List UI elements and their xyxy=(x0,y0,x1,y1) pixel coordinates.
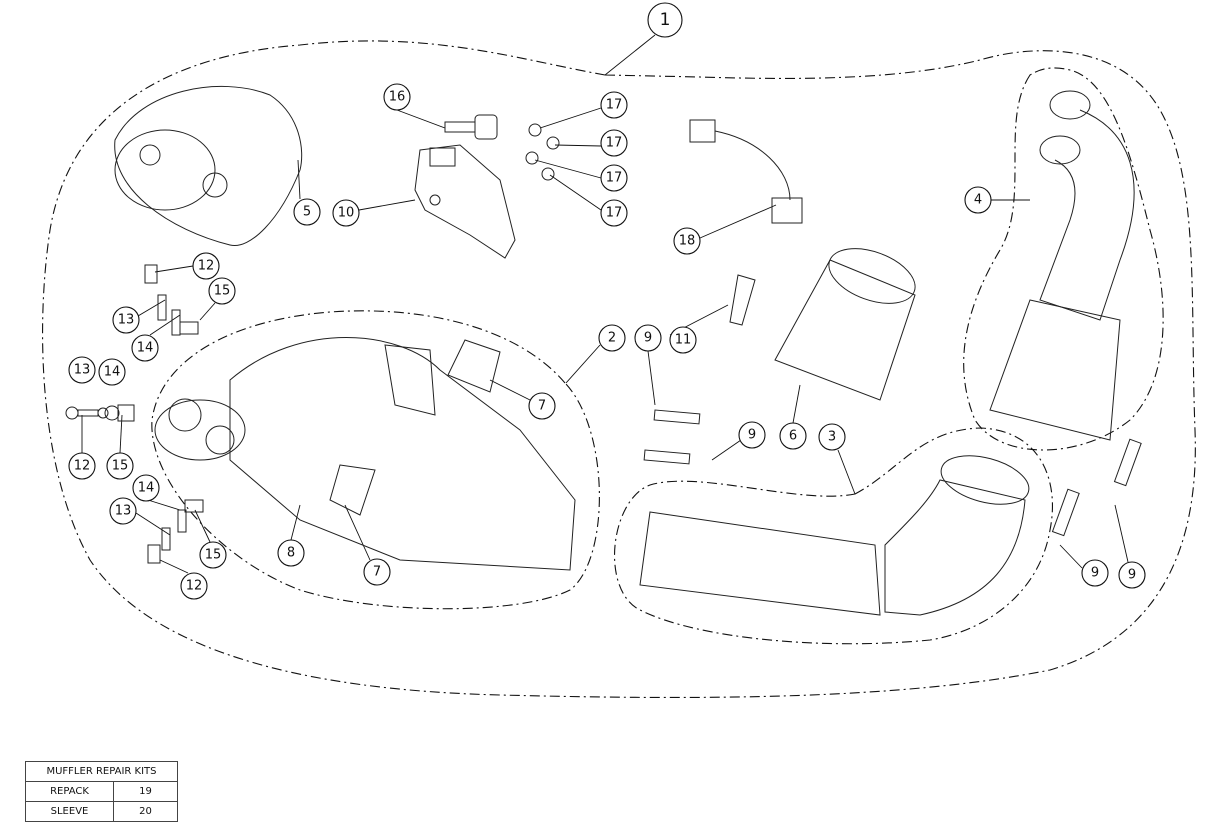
svg-text:10: 10 xyxy=(338,206,355,221)
svg-text:9: 9 xyxy=(1128,568,1136,583)
callout-5: 5 xyxy=(293,198,321,226)
table-title: MUFFLER REPAIR KITS xyxy=(25,761,178,782)
callout-4: 4 xyxy=(964,186,992,214)
muffler-repair-kits-table: MUFFLER REPAIR KITS REPACK 19 SLEEVE 20 xyxy=(25,761,178,822)
muffler-part xyxy=(154,337,576,571)
callout-12: 12 xyxy=(68,452,96,480)
callout-9: 9 xyxy=(1118,561,1146,589)
muffler-boundary-outline xyxy=(151,310,600,610)
svg-text:7: 7 xyxy=(538,399,546,414)
svg-text:16: 16 xyxy=(389,90,406,105)
svg-text:12: 12 xyxy=(74,459,91,474)
kit-name: REPACK xyxy=(25,781,114,802)
table-row: SLEEVE 20 xyxy=(25,801,178,822)
svg-text:4: 4 xyxy=(974,193,982,208)
svg-text:12: 12 xyxy=(186,579,203,594)
svg-text:13: 13 xyxy=(115,504,132,519)
svg-text:12: 12 xyxy=(198,259,215,274)
screws-part xyxy=(525,123,560,181)
svg-text:18: 18 xyxy=(679,234,696,249)
label-plate-part xyxy=(447,339,501,393)
svg-text:11: 11 xyxy=(675,333,692,348)
svg-text:13: 13 xyxy=(74,363,91,378)
end-cap-part xyxy=(114,85,303,247)
callout-17: 17 xyxy=(600,164,628,192)
link-pipe-part xyxy=(639,455,1030,616)
svg-text:1: 1 xyxy=(660,10,671,30)
callout-16: 16 xyxy=(383,83,411,111)
callout-13: 13 xyxy=(109,497,137,525)
sleeve-part xyxy=(774,248,916,401)
leader-lines xyxy=(81,34,1129,574)
callout-9: 9 xyxy=(634,324,662,352)
svg-text:3: 3 xyxy=(828,430,836,445)
callout-18: 18 xyxy=(673,227,701,255)
callout-12: 12 xyxy=(192,252,220,280)
callout-15: 15 xyxy=(208,277,236,305)
kit-number: 19 xyxy=(113,781,178,802)
svg-text:15: 15 xyxy=(205,548,222,563)
svg-text:9: 9 xyxy=(748,428,756,443)
svg-text:9: 9 xyxy=(644,331,652,346)
springs-part xyxy=(643,409,1142,537)
svg-text:17: 17 xyxy=(606,136,623,151)
callout-6: 6 xyxy=(779,422,807,450)
callout-17: 17 xyxy=(600,199,628,227)
callout-17: 17 xyxy=(600,91,628,119)
callout-13: 13 xyxy=(68,356,96,384)
svg-text:15: 15 xyxy=(214,284,231,299)
callout-2: 2 xyxy=(598,324,626,352)
svg-text:7: 7 xyxy=(373,565,381,580)
svg-text:6: 6 xyxy=(789,429,797,444)
callout-11: 11 xyxy=(669,326,697,354)
callout-7: 7 xyxy=(528,392,556,420)
header-pipe-part xyxy=(989,90,1135,441)
svg-text:13: 13 xyxy=(118,313,135,328)
kit-number: 20 xyxy=(113,801,178,822)
callout-9: 9 xyxy=(1081,559,1109,587)
svg-text:8: 8 xyxy=(287,546,295,561)
hardware-part xyxy=(65,264,204,564)
small-bolt-part xyxy=(444,114,498,140)
svg-text:17: 17 xyxy=(606,206,623,221)
table-row: REPACK 19 xyxy=(25,781,178,802)
kit-boundary-outline xyxy=(42,40,1196,699)
svg-text:17: 17 xyxy=(606,98,623,113)
callout-14: 14 xyxy=(132,474,160,502)
svg-text:14: 14 xyxy=(138,481,155,496)
sealant-tube-part xyxy=(729,274,756,326)
callout-10: 10 xyxy=(332,199,360,227)
svg-text:15: 15 xyxy=(112,459,129,474)
callout-13: 13 xyxy=(112,306,140,334)
callout-8: 8 xyxy=(277,539,305,567)
svg-text:5: 5 xyxy=(303,205,311,220)
callout-17: 17 xyxy=(600,129,628,157)
sensor-cable-part xyxy=(689,119,803,224)
callout-12: 12 xyxy=(180,572,208,600)
svg-text:14: 14 xyxy=(137,341,154,356)
bracket-part xyxy=(414,144,516,259)
callout-14: 14 xyxy=(131,334,159,362)
callout-14: 14 xyxy=(98,358,126,386)
callout-9: 9 xyxy=(738,421,766,449)
svg-text:2: 2 xyxy=(608,331,616,346)
svg-text:9: 9 xyxy=(1091,566,1099,581)
header-boundary-outline xyxy=(963,67,1164,451)
callout-7: 7 xyxy=(363,558,391,586)
svg-text:14: 14 xyxy=(104,365,121,380)
callout-15: 15 xyxy=(199,541,227,569)
callout-3: 3 xyxy=(818,423,846,451)
callout-15: 15 xyxy=(106,452,134,480)
svg-text:17: 17 xyxy=(606,171,623,186)
kit-name: SLEEVE xyxy=(25,801,114,822)
callout-1: 1 xyxy=(647,2,683,38)
link-pipe-boundary-outline xyxy=(613,427,1053,645)
